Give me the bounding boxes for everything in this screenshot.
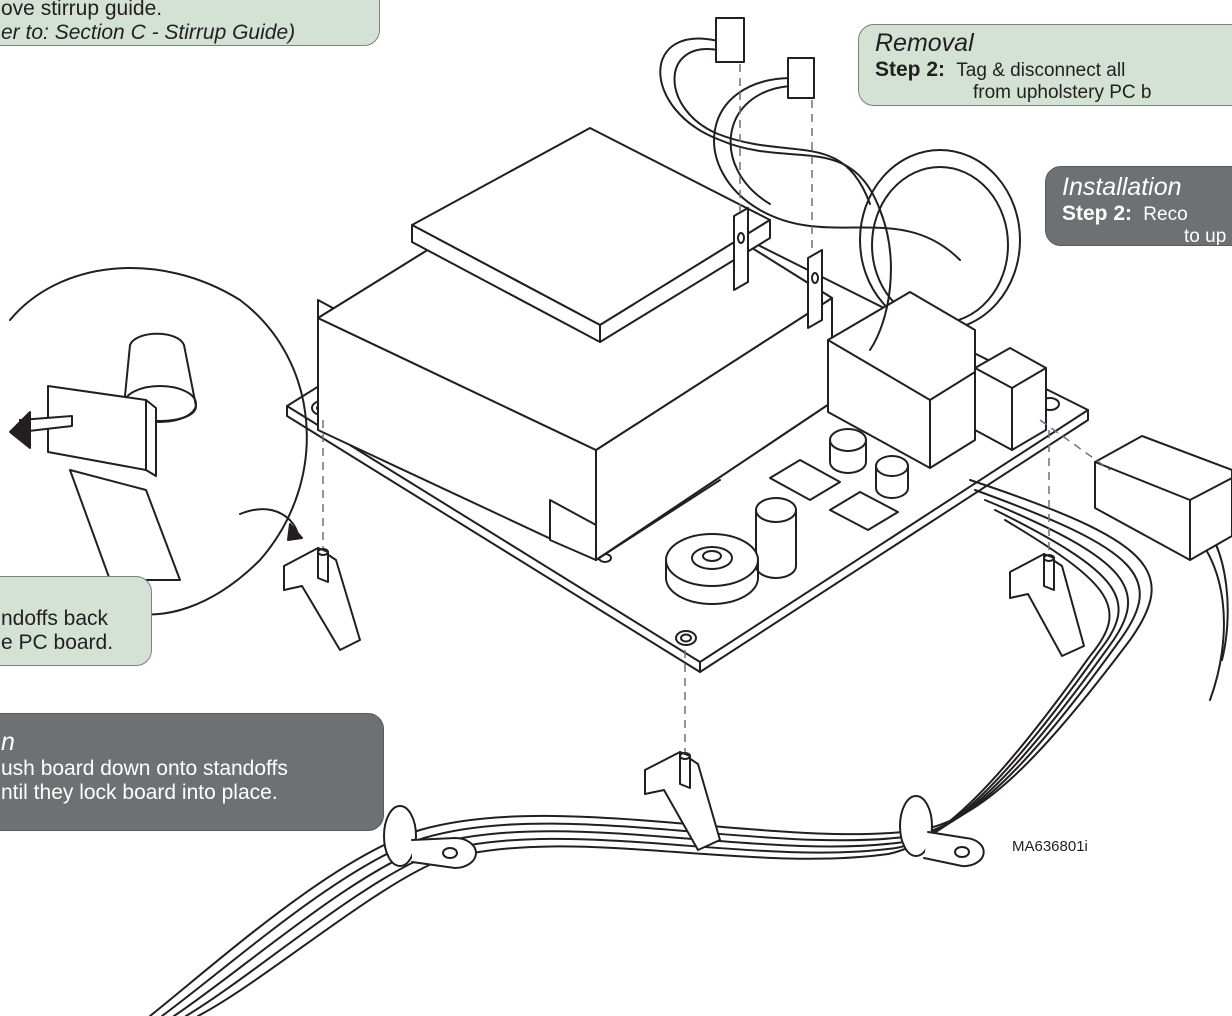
standoff-detail <box>9 267 308 616</box>
callout-line: Reco <box>1143 204 1188 225</box>
callout-line: er to: Section C - Stirrup Guide) <box>1 21 296 44</box>
removal-standoffs-callout: ndoffs back e PC board. <box>0 576 152 666</box>
cable-clamp <box>383 795 985 869</box>
board-connector <box>974 347 1047 451</box>
buzzer <box>665 533 759 605</box>
spade-terminal <box>733 207 823 329</box>
top-wire-harness <box>659 17 961 351</box>
step-label: Step 2: <box>1062 202 1133 225</box>
bottom-wire-harness <box>149 479 1229 1016</box>
resistor-pad <box>769 459 899 531</box>
callout-line: from upholstery PC b <box>973 82 1152 103</box>
relay <box>827 291 976 469</box>
capacitor <box>755 428 909 579</box>
standoff <box>283 547 1085 851</box>
transformer <box>317 127 833 561</box>
installation-step2-callout: Installation Step 2: Reco to up <box>1045 166 1232 246</box>
installation-board-callout: n ush board down onto standoffs ntil the… <box>0 713 384 831</box>
callout-line: to up <box>1184 226 1227 246</box>
wire-loop <box>859 149 1021 331</box>
callout-line: ndoffs back <box>1 607 109 630</box>
mode-label: Installation <box>1062 173 1182 201</box>
step-label: Step 2: <box>875 58 946 81</box>
callout-line: e PC board. <box>1 631 114 654</box>
guide-dashes <box>322 64 1111 752</box>
mode-label: Removal <box>875 29 974 57</box>
callout-line: Tag & disconnect all <box>956 60 1126 81</box>
callout-line: ove stirrup guide. <box>1 0 163 20</box>
mode-label: n <box>1 728 15 756</box>
cable-connector <box>1094 435 1232 561</box>
callout-line: ntil they lock board into place. <box>1 781 278 804</box>
removal-step2-callout: Removal Step 2: Tag & disconnect all fro… <box>858 24 1232 106</box>
callout-line: ush board down onto standoffs <box>1 757 288 780</box>
part-number: MA636801i <box>1012 838 1088 855</box>
stirrup-removal-callout: ove stirrup guide. er to: Section C - St… <box>0 0 380 46</box>
